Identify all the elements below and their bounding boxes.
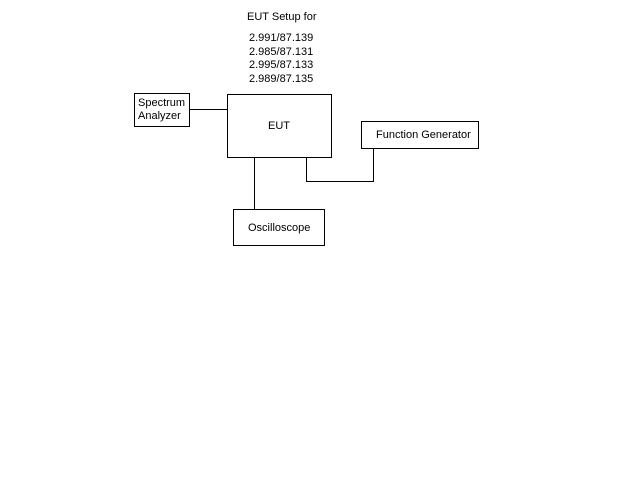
- model-number: 2.991/87.139: [249, 32, 314, 44]
- model-number: 2.989/87.135: [249, 72, 314, 85]
- function-generator-block: Function Generator: [361, 121, 479, 149]
- diagram-title: EUT Setup for: [247, 11, 317, 23]
- eut-label: EUT: [268, 120, 290, 132]
- eut-block: EUT: [227, 94, 332, 158]
- model-number-list: 2.991/87.139 2.985/87.131 2.995/87.133 2…: [249, 32, 313, 86]
- oscilloscope-block: Oscilloscope: [233, 209, 325, 246]
- eut-to-function-generator-line: [306, 149, 374, 182]
- spectrum-analyzer-label-line-2: Analyzer: [138, 110, 181, 122]
- model-number: 2.995/87.133: [249, 59, 314, 71]
- spectrum-analyzer-label-line-1: Spectrum: [138, 97, 186, 109]
- oscilloscope-label: Oscilloscope: [248, 222, 311, 234]
- spectrum-analyzer-block: Spectrum Analyzer: [134, 93, 190, 127]
- function-generator-label: Function Generator: [376, 129, 471, 141]
- model-number: 2.985/87.131: [249, 45, 314, 58]
